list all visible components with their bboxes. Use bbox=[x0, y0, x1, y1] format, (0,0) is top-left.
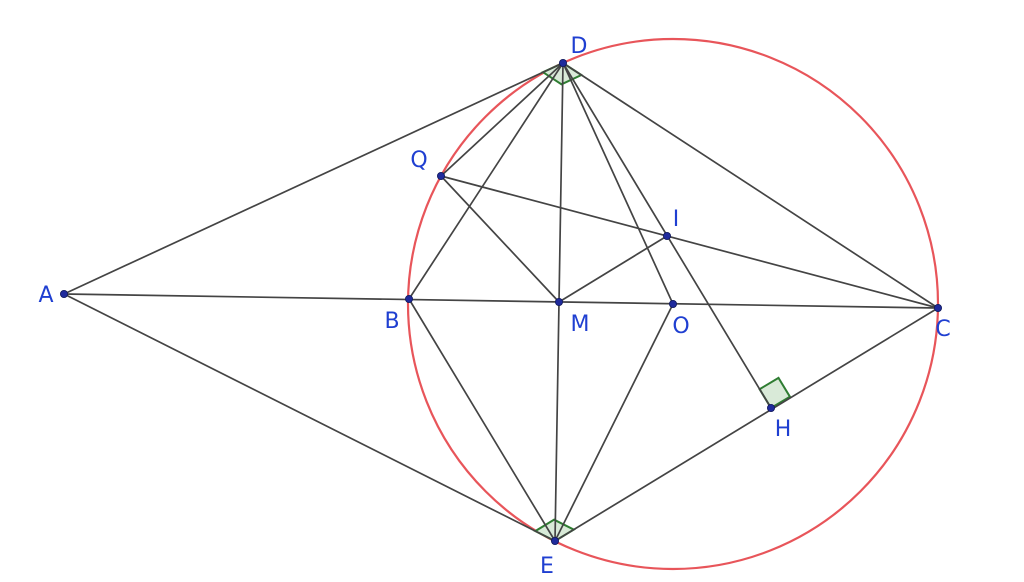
point-label-h: H bbox=[775, 417, 792, 442]
segment-eb bbox=[408, 298, 556, 542]
point-e bbox=[551, 537, 560, 546]
point-o bbox=[669, 299, 678, 308]
segment-do bbox=[562, 62, 674, 305]
segment-dq bbox=[440, 62, 564, 177]
point-label-i: I bbox=[673, 207, 680, 232]
point-label-e: E bbox=[540, 554, 554, 579]
point-c bbox=[934, 303, 943, 312]
point-label-o: O bbox=[672, 314, 689, 339]
segment-mi bbox=[558, 235, 668, 303]
point-label-d: D bbox=[571, 34, 588, 59]
segment-ae bbox=[63, 293, 556, 542]
segment-qc bbox=[440, 175, 939, 309]
point-b bbox=[404, 294, 413, 303]
point-q bbox=[436, 171, 445, 180]
right-angle-marker-h bbox=[758, 376, 792, 410]
segment-db bbox=[408, 62, 564, 300]
segment-ec bbox=[554, 307, 939, 542]
point-d bbox=[559, 59, 568, 68]
point-label-c: C bbox=[935, 317, 950, 342]
segment-em bbox=[554, 301, 560, 542]
segment-eo bbox=[554, 303, 674, 542]
segment-dc bbox=[562, 62, 939, 309]
segment-dm bbox=[558, 62, 564, 303]
segment-ad bbox=[63, 62, 564, 295]
point-a bbox=[60, 289, 69, 298]
segment-ac bbox=[63, 293, 939, 309]
point-h bbox=[767, 403, 776, 412]
point-label-b: B bbox=[384, 309, 399, 334]
segment-qm bbox=[440, 175, 560, 303]
point-i bbox=[663, 231, 672, 240]
point-label-q: Q bbox=[410, 148, 427, 173]
point-label-m: M bbox=[571, 312, 590, 337]
circle-o bbox=[406, 37, 940, 571]
point-label-a: A bbox=[38, 283, 53, 308]
point-m bbox=[555, 297, 564, 306]
